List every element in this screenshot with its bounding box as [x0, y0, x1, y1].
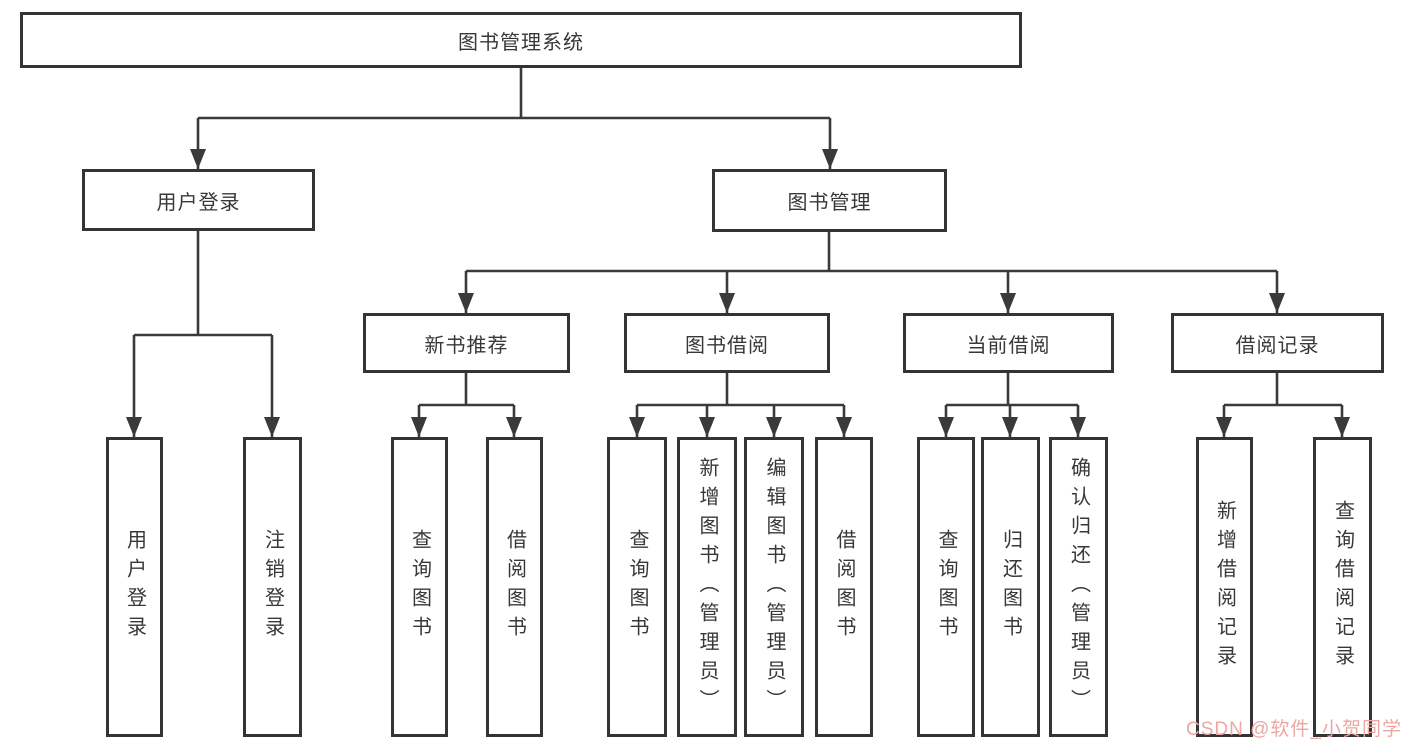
connector-user-login-to-leaves	[126, 230, 280, 437]
leaf-label: 查询图书	[408, 529, 431, 645]
leaf-confirm-return-admin: 确认归还（管理员）	[1049, 437, 1108, 737]
leaf-label: 编辑图书（管理员）	[763, 456, 785, 718]
node-new-book-recommend: 新书推荐	[363, 313, 570, 373]
leaf-edit-books-admin: 编辑图书（管理员）	[744, 437, 804, 737]
node-current-borrow: 当前借阅	[903, 313, 1114, 373]
leaf-query-books-current: 查询图书	[917, 437, 975, 737]
csdn-watermark: CSDN @软件_小贺同学	[1186, 719, 1402, 740]
node-book-management: 图书管理	[712, 169, 947, 232]
leaf-label: 归还图书	[999, 529, 1022, 645]
leaf-label: 查询图书	[935, 529, 957, 645]
connector-book-management-to-level3	[458, 232, 1285, 313]
leaf-query-borrow-record: 查询借阅记录	[1313, 437, 1372, 737]
leaf-label: 新增借阅记录	[1213, 500, 1236, 674]
node-book-borrow: 图书借阅	[624, 313, 830, 373]
connector-current-borrow-to-leaves	[938, 373, 1086, 437]
node-borrow-records: 借阅记录	[1171, 313, 1384, 373]
leaf-label: 用户登录	[123, 529, 146, 645]
leaf-return-books: 归还图书	[981, 437, 1040, 737]
leaf-label: 查询图书	[626, 529, 648, 645]
leaf-borrow-books-recommend: 借阅图书	[486, 437, 543, 737]
leaf-query-books-recommend: 查询图书	[391, 437, 448, 737]
leaf-label: 新增图书（管理员）	[696, 456, 718, 718]
leaf-label: 借阅图书	[503, 529, 526, 645]
connector-new-book-recommend-to-leaves	[411, 373, 522, 437]
leaf-logout-login: 注销登录	[243, 437, 302, 737]
leaf-user-login: 用户登录	[106, 437, 163, 737]
leaf-label: 注销登录	[261, 529, 284, 645]
leaf-add-borrow-record: 新增借阅记录	[1196, 437, 1253, 737]
leaf-add-books-admin: 新增图书（管理员）	[677, 437, 737, 737]
leaf-borrow-books: 借阅图书	[815, 437, 873, 737]
leaf-label: 借阅图书	[833, 529, 855, 645]
connector-book-borrow-to-leaves	[629, 373, 852, 437]
leaf-label: 查询借阅记录	[1331, 500, 1354, 674]
leaf-query-books-borrow: 查询图书	[607, 437, 667, 737]
node-user-login: 用户登录	[82, 169, 315, 231]
connector-root-to-level2	[190, 68, 838, 169]
leaf-label: 确认归还（管理员）	[1067, 456, 1090, 718]
node-root-system: 图书管理系统	[20, 12, 1022, 68]
connector-borrow-records-to-leaves	[1216, 373, 1350, 437]
